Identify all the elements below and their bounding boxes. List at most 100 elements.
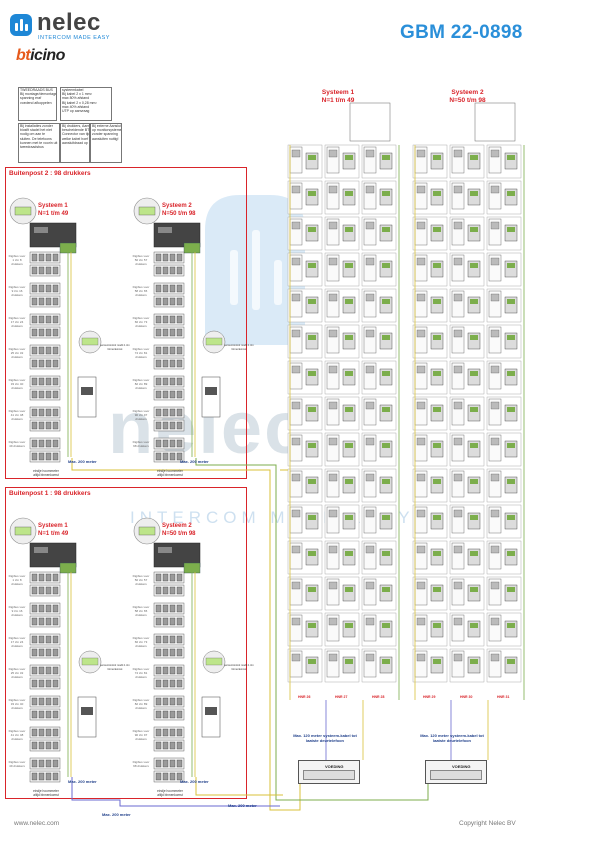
info-line: aansluitdraad op BT [62, 140, 89, 145]
door-phone-unit [449, 216, 485, 251]
info-line: sluiten. De telefoons [20, 136, 52, 141]
door-phone-unit [449, 144, 485, 179]
digibus-module [29, 664, 61, 677]
digibus-module [153, 450, 185, 463]
door-phone-unit [486, 396, 522, 431]
info-line: Bij externe Aansluiten [92, 124, 121, 128]
door-phone-unit [412, 216, 448, 251]
connector-note: eindje hoornmeter altijd binnenkomst [33, 789, 59, 797]
digibus-module-label: Digibus voor 17 t/m 24 drukkers [8, 636, 26, 648]
panel-title: Buitenpost 1 : 98 drukkers [9, 490, 91, 497]
door-phone-unit [324, 648, 360, 683]
digibus-module [29, 375, 61, 388]
info-line: op monitorsystemen [92, 128, 121, 133]
door-phone-unit [361, 648, 397, 683]
info-line: nodig om aan te [20, 132, 46, 137]
footer-website: www.nelec.com [14, 820, 60, 827]
door-phone-unit [412, 432, 448, 467]
door-phone-unit [287, 576, 323, 611]
bticino-logo: bticino [16, 47, 65, 64]
door-phone-unit [287, 360, 323, 395]
door-phone-unit [486, 144, 522, 179]
door-phone-unit [287, 324, 323, 359]
digibus-module [29, 726, 61, 739]
door-phone-unit [486, 324, 522, 359]
digibus-module [153, 584, 185, 597]
door-phone-unit [412, 540, 448, 575]
terminator-label: HNR 28 [372, 695, 385, 699]
door-phone-unit [486, 468, 522, 503]
digibus-module-label: Digibus voor 58 t/m 65 drukkers [132, 285, 150, 297]
interconnect-wire [195, 777, 283, 796]
bottom-distance-label-1: Max. 200 meter [102, 812, 131, 817]
panel-title: Buitenpost 2 : 98 drukkers [9, 170, 91, 177]
digibus-module-label: Digibus voor 74 t/m 81 drukkers [132, 667, 150, 679]
connector-note: eindje hoornmeter altijd binnenkomst [157, 789, 183, 797]
digibus-module-label: Digibus voor 41 t/m 48 drukkers [8, 729, 26, 741]
door-phone-unit [324, 468, 360, 503]
door-phone-unit [449, 252, 485, 287]
digibus-module-label: Digibus voor 9 t/m 16 drukkers [8, 605, 26, 617]
digibus-module-label: Digibus voor 74 t/m 81 drukkers [132, 347, 150, 359]
info-line: biosfit stadel het niet [20, 128, 52, 133]
door-phone-unit [361, 540, 397, 575]
digibus-module-label: Digibus voor 49 drukkers [8, 440, 26, 448]
door-phone-unit [449, 468, 485, 503]
terminator-label: HNR 27 [335, 695, 348, 699]
door-phone-unit [287, 612, 323, 647]
digibus-module-label: Digibus voor 1 t/m 8 drukkers [8, 254, 26, 266]
terminator-label: HNR 29 [423, 695, 436, 699]
switch-note: percentrontrol modit 1 t/m binnenkomst [224, 664, 254, 671]
digibus-module [29, 602, 61, 615]
door-phone-unit [324, 540, 360, 575]
door-phone-unit [361, 612, 397, 647]
door-phone-unit [486, 648, 522, 683]
digibus-module [29, 251, 61, 264]
digibus-module [153, 344, 185, 357]
digibus-module [153, 664, 185, 677]
digibus-module [153, 357, 185, 370]
digibus-module-label: Digibus voor 17 t/m 24 drukkers [8, 316, 26, 328]
distance-label: Max. 200 meter [68, 779, 97, 784]
info-line: max 80% afstand [62, 96, 90, 101]
door-phone-unit [486, 540, 522, 575]
door-phone-unit [287, 396, 323, 431]
door-phone-unit [324, 288, 360, 323]
door-phone-unit [287, 540, 323, 575]
door-phone-unit [449, 504, 485, 539]
door-phone-unit [361, 468, 397, 503]
digibus-module-label: Digibus voor 90 t/m 97 drukkers [132, 729, 150, 741]
door-phone-unit [324, 360, 360, 395]
watermark-logo-icon [205, 195, 305, 345]
digibus-module [153, 282, 185, 295]
door-phone-unit [449, 396, 485, 431]
door-phone-unit [287, 288, 323, 323]
riser-2-cable-note: Max. 120 meter systeem-kabel tot laatste… [420, 733, 484, 743]
digibus-module [153, 615, 185, 628]
door-phone-unit [287, 216, 323, 251]
digibus-module [29, 739, 61, 752]
digibus-module [153, 406, 185, 419]
footer-copyright: Copyright Nelec BV [459, 820, 516, 827]
digibus-module [29, 695, 61, 708]
digibus-module-label: Digibus voor 49 drukkers [8, 760, 26, 768]
door-phone-unit [361, 324, 397, 359]
switch-note: percentrontrol modit 1 t/m binnenkomst [224, 344, 254, 351]
digibus-module-label: Digibus voor 41 t/m 48 drukkers [8, 409, 26, 421]
info-line: welke kabel hoef op [62, 136, 89, 141]
door-phone-unit [449, 432, 485, 467]
digibus-module [153, 326, 185, 339]
info-line: aansluiten nuttig! [92, 136, 119, 141]
digibus-module [29, 646, 61, 659]
digibus-module-label: Digibus voor 58 t/m 65 drukkers [132, 605, 150, 617]
door-phone-unit [324, 396, 360, 431]
digibus-module [153, 571, 185, 584]
digibus-module [153, 633, 185, 646]
distance-label: Max. 200 meter [180, 459, 209, 464]
